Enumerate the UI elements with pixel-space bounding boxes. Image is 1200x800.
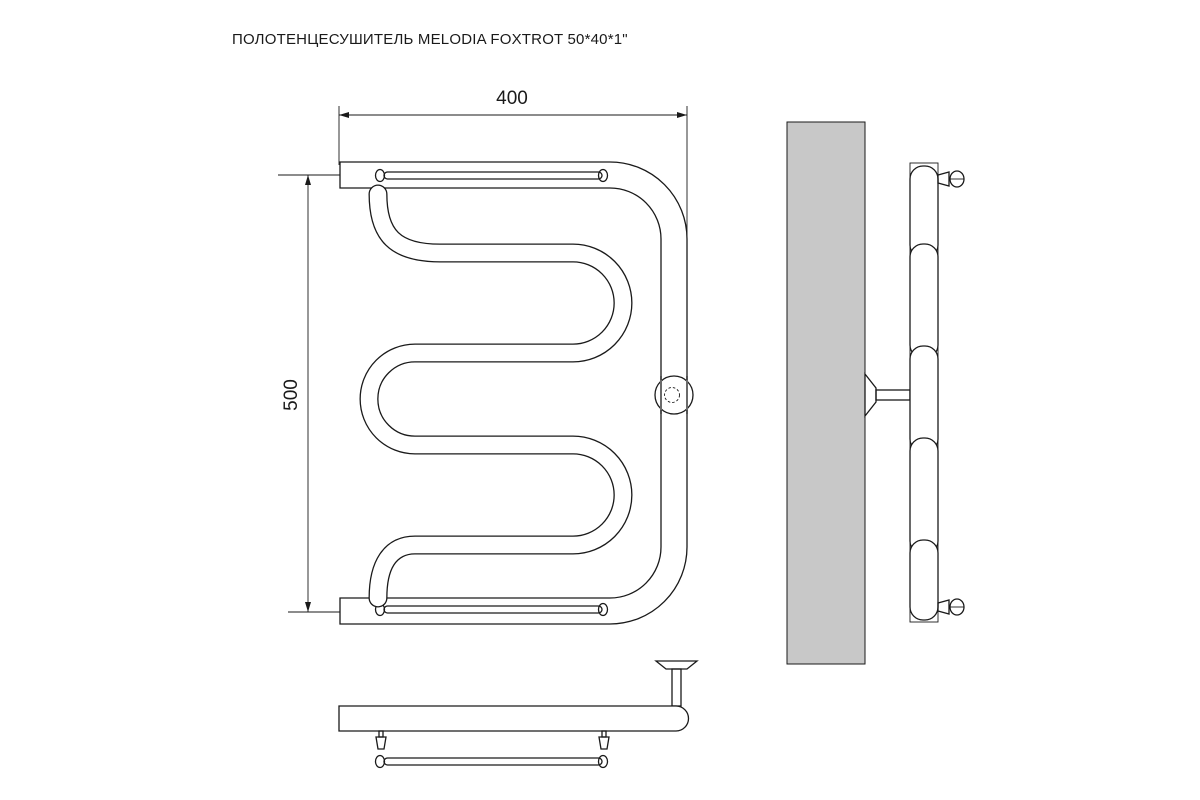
collector-tube <box>339 161 688 625</box>
width-dimension: 400 <box>338 88 688 250</box>
serpentine-tube <box>359 184 633 608</box>
top-crossbar <box>374 754 609 769</box>
drawing-title: ПОЛОТЕНЦЕСУШИТЕЛЬ MELODIA FOXTROT 50*40*… <box>232 31 628 48</box>
side-wall-mount <box>864 372 911 418</box>
height-dimension: 500 <box>278 174 340 613</box>
wall-bracket-hub <box>654 375 694 415</box>
top-wall-bracket <box>654 660 699 707</box>
wall <box>786 121 866 665</box>
top-view <box>338 660 699 769</box>
side-top-fitting <box>937 170 965 188</box>
bottom-crossbar <box>374 602 609 617</box>
width-label: 400 <box>496 88 528 109</box>
side-bottom-fitting <box>937 598 965 616</box>
top-main-tube <box>338 705 690 732</box>
top-crossbar-fittings <box>375 730 610 750</box>
side-view <box>786 121 965 665</box>
top-crossbar <box>374 168 609 183</box>
height-label: 500 <box>281 379 302 411</box>
front-view: 400 500 <box>278 88 694 625</box>
